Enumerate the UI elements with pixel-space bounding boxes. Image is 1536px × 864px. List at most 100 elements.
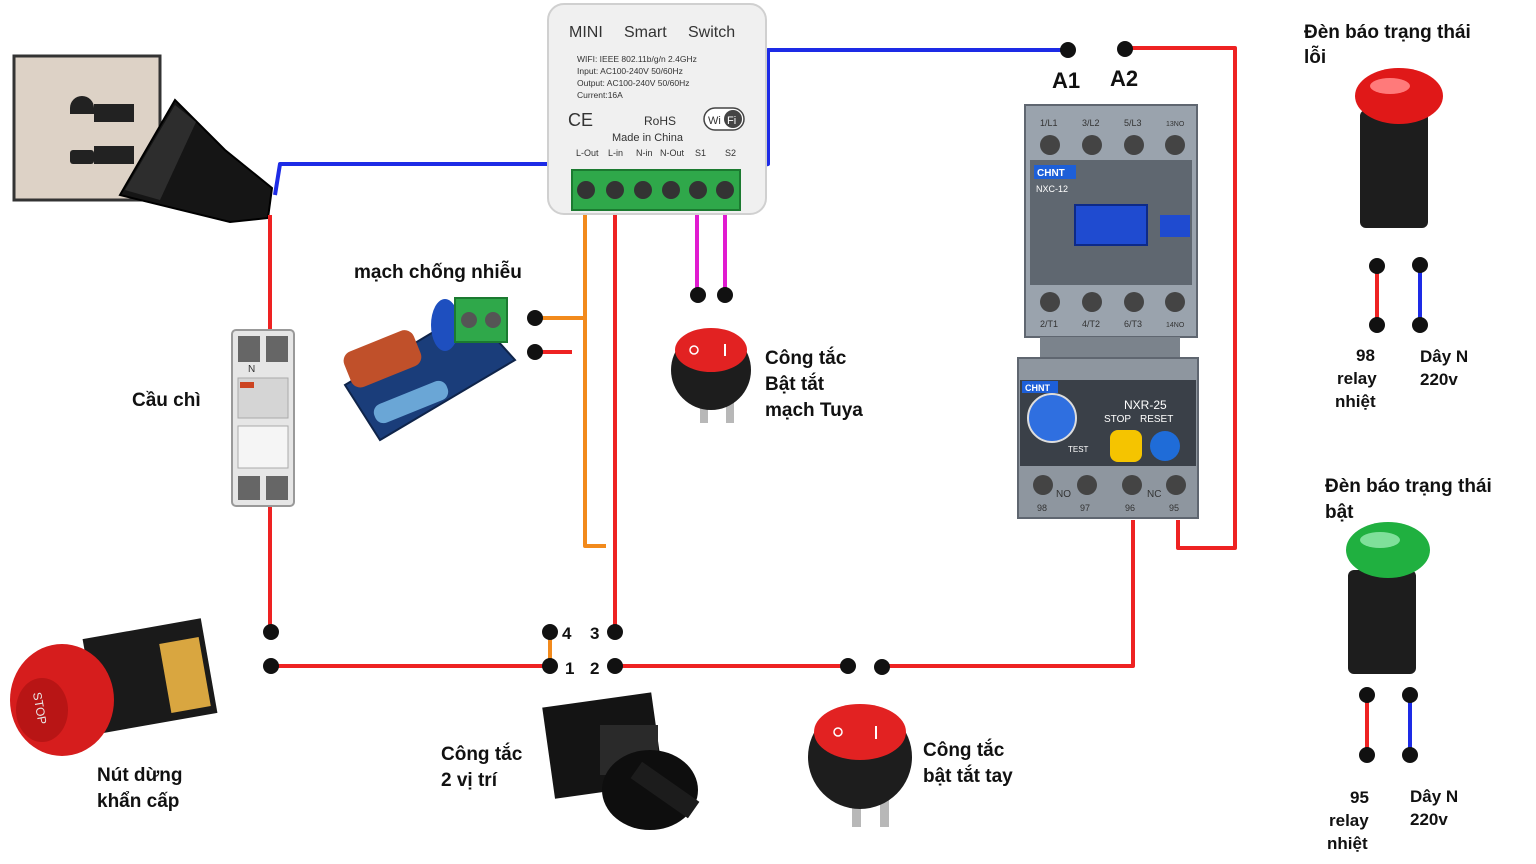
contactor: CHNT NXC-12 1/L1 3/L2 5/L3 13NO 2/T1 4/T…: [1024, 104, 1198, 338]
contactor-top-screws: [1040, 135, 1185, 155]
relay-test: TEST: [1068, 445, 1089, 454]
wire-a2-95: [1125, 46, 1237, 550]
on-lamp-title-2: bật: [1325, 502, 1354, 523]
fault-lamp-title-2: lỗi: [1304, 46, 1326, 68]
dot-selector-2: [607, 658, 623, 674]
manual-rocker-switch: [808, 704, 912, 827]
term-label-l-in: L-in: [608, 148, 623, 158]
relay-no: NO: [1056, 489, 1071, 500]
tuya-switch-label-3: mạch Tuya: [765, 400, 863, 421]
spec-line-wifi: WIFI: IEEE 802.11b/g/n 2.4GHz: [577, 54, 697, 64]
wires: [268, 46, 1422, 754]
contactor-bottom-label-3: 6/T3: [1124, 319, 1142, 329]
dot-manual-2: [874, 659, 890, 675]
emergency-stop-button: STOP: [10, 618, 218, 756]
spec-line-current: Current:16A: [577, 90, 623, 100]
on-lamp-wire-2: relay: [1329, 811, 1369, 830]
spec-line-output: Output: AC100-240V 50/60Hz: [577, 78, 689, 88]
dot-fault-1: [1369, 258, 1385, 274]
on-lamp-n-1: Dây N: [1410, 787, 1458, 806]
contactor-top-label-3: 5/L3: [1124, 118, 1142, 128]
fault-lamp-wire-2: relay: [1337, 369, 1377, 388]
fault-indicator-lamp: [1355, 68, 1443, 228]
tuya-switch-label-1: Công tắc: [765, 347, 847, 369]
fuse-n-mark: N: [248, 364, 255, 375]
power-plug: [118, 98, 274, 224]
smart-switch-title-switch: Switch: [688, 24, 735, 41]
dot-on-3: [1359, 747, 1375, 763]
dot-on-1: [1359, 687, 1375, 703]
estop-label-1: Nút dừng: [97, 765, 183, 786]
coil-a2-label: A2: [1110, 66, 1138, 91]
terminal-dots: [263, 41, 1428, 763]
noise-filter-label: mạch chống nhiễu: [354, 261, 522, 283]
fuse-holder: N: [231, 329, 295, 507]
dot-manual-1: [840, 658, 856, 674]
made-in-text: Made in China: [612, 132, 684, 144]
relay-stop: STOP: [1104, 414, 1131, 425]
selector-terminal-4: 4: [562, 624, 572, 643]
selector-terminal-1: 1: [565, 659, 574, 678]
svg-text:Fi: Fi: [727, 115, 736, 127]
estop-label-2: khẩn cấp: [97, 791, 179, 812]
selector-switch: [542, 692, 700, 830]
relay-model: NXR-25: [1124, 398, 1167, 412]
dot-selector-3: [607, 624, 623, 640]
contactor-brand: CHNT: [1037, 168, 1065, 179]
term-label-l-out: L-Out: [576, 148, 599, 158]
fault-lamp-wire-1: 98: [1356, 346, 1375, 365]
relay-screws: [1033, 475, 1186, 495]
contactor-model: NXC-12: [1036, 184, 1068, 194]
coil-a1-label: A1: [1052, 68, 1080, 93]
smart-switch-title-smart: Smart: [624, 24, 667, 41]
contactor-bottom-label-1: 2/T1: [1040, 319, 1058, 329]
selector-label-2: 2 vị trí: [441, 770, 498, 791]
relay-terminal-96: 96: [1125, 503, 1135, 513]
dot-estop-bottom: [263, 658, 279, 674]
selector-terminal-2: 2: [590, 659, 599, 678]
on-lamp-title-1: Đèn báo trạng thái: [1325, 476, 1492, 497]
manual-switch-label-2: bật tắt tay: [923, 765, 1013, 787]
estop-cap-text: STOP: [30, 691, 49, 725]
dot-selector-4: [542, 624, 558, 640]
fault-lamp-title-1: Đèn báo trạng thái: [1304, 22, 1471, 43]
smart-switch-terminal-labels: L-Out L-in N-in N-Out S1 S2: [576, 148, 736, 158]
term-label-n-out: N-Out: [660, 148, 685, 158]
relay-terminal-98: 98: [1037, 503, 1047, 513]
fault-lamp-wire-3: nhiệt: [1335, 392, 1376, 411]
dot-estop-top: [263, 624, 279, 640]
relay-reset: RESET: [1140, 414, 1173, 425]
relay-nc: NC: [1147, 489, 1161, 500]
noise-filter-board: [343, 297, 517, 442]
contactor-top-label-1: 1/L1: [1040, 118, 1058, 128]
smart-switch-title-mini: MINI: [569, 24, 603, 41]
spec-line-input: Input: AC100-240V 50/60Hz: [577, 66, 683, 76]
selector-terminal-3: 3: [590, 624, 599, 643]
dot-noise-2: [527, 344, 543, 360]
manual-switch-label-1: Công tắc: [923, 739, 1005, 761]
contactor-top-label-4: 13NO: [1166, 121, 1185, 128]
term-label-s1: S1: [695, 148, 706, 158]
wall-outlet: [12, 54, 162, 202]
fuse-label: Cầu chì: [132, 390, 201, 411]
terminal-block: [571, 169, 741, 211]
dot-fault-4: [1412, 317, 1428, 333]
dot-fault-2: [1412, 257, 1428, 273]
ce-mark: CE: [568, 110, 593, 130]
dot-tuya-2: [717, 287, 733, 303]
on-lamp-n-2: 220v: [1410, 810, 1448, 829]
wire-l-out-down: [583, 318, 606, 548]
dot-fault-3: [1369, 317, 1385, 333]
dot-on-2: [1402, 687, 1418, 703]
dot-a1: [1060, 42, 1076, 58]
contactor-top-label-2: 3/L2: [1082, 118, 1100, 128]
dot-noise-1: [527, 310, 543, 326]
on-indicator-lamp: [1346, 522, 1430, 674]
term-label-s2: S2: [725, 148, 736, 158]
rohs-mark: RoHS: [644, 114, 676, 128]
relay-terminal-97: 97: [1080, 503, 1090, 513]
tuya-rocker-switch: [671, 328, 751, 423]
relay-terminal-95: 95: [1169, 503, 1179, 513]
terminal-screws: [577, 181, 734, 199]
